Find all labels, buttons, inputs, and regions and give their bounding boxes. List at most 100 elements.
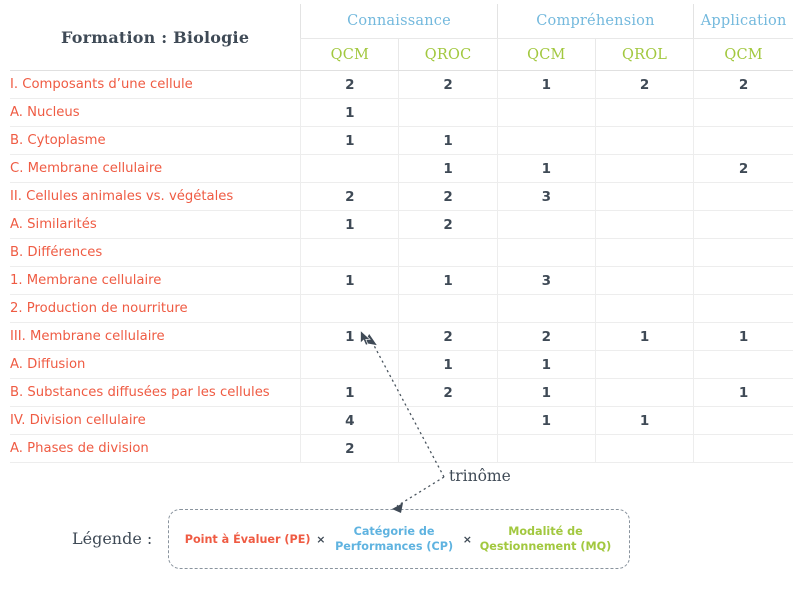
cell-value [496, 126, 596, 155]
modality-header-qcm-connaissance: QCM [300, 38, 399, 71]
page-title: Formation : Biologie [10, 4, 301, 71]
cell-value: 2 [398, 378, 498, 407]
cell-value: 1 [594, 406, 694, 435]
cell-value: 1 [300, 266, 399, 295]
cell-value [398, 406, 498, 435]
cell-value: 1 [398, 154, 498, 183]
cell-value [594, 238, 694, 267]
category-header-comprehension: Compréhension [496, 4, 694, 39]
cell-value [496, 434, 596, 463]
cell-value: 1 [496, 70, 596, 99]
legend: Légende : Point à Évaluer (PE) × Catégor… [0, 505, 801, 577]
cell-value [693, 182, 793, 211]
competency-matrix-table: Formation : Biologie Connaissance Compré… [10, 4, 793, 463]
mouse-cursor-icon [360, 330, 371, 346]
cell-value: 3 [496, 182, 596, 211]
legend-label: Légende : [72, 529, 153, 548]
table-header: Formation : Biologie Connaissance Compré… [10, 4, 793, 71]
cell-value [594, 210, 694, 239]
table-row: B. Substances diffusées par les cellules… [10, 378, 793, 407]
cell-value [594, 266, 694, 295]
row-label: B. Différences [10, 238, 301, 267]
row-label: A. Phases de division [10, 434, 301, 463]
cell-value [300, 350, 399, 379]
row-label: II. Cellules animales vs. végétales [10, 182, 301, 211]
cell-value [693, 350, 793, 379]
modality-header-qcm-comprehension: QCM [496, 38, 596, 71]
cell-value: 1 [693, 322, 793, 351]
cell-value: 1 [398, 266, 498, 295]
cell-value: 1 [300, 210, 399, 239]
cell-value: 1 [300, 322, 399, 351]
cell-value [693, 98, 793, 127]
trinome-annotation-label: trinôme [449, 467, 511, 485]
cell-value: 1 [496, 406, 596, 435]
cell-value: 1 [496, 350, 596, 379]
row-label: III. Membrane cellulaire [10, 322, 301, 351]
cell-value: 2 [398, 210, 498, 239]
row-label: A. Similarités [10, 210, 301, 239]
cell-value [693, 126, 793, 155]
row-label: 1. Membrane cellulaire [10, 266, 301, 295]
cell-value [594, 154, 694, 183]
category-header-application: Application [693, 4, 793, 39]
cell-value: 4 [300, 406, 399, 435]
cell-value: 1 [398, 126, 498, 155]
cell-value: 2 [398, 182, 498, 211]
cell-value [594, 126, 694, 155]
cell-value: 2 [693, 154, 793, 183]
cell-value [300, 238, 399, 267]
row-label: A. Nucleus [10, 98, 301, 127]
cell-value [496, 98, 596, 127]
cell-value: 3 [496, 266, 596, 295]
cell-value [693, 266, 793, 295]
legend-formula-box: Point à Évaluer (PE) × Catégorie de Perf… [168, 509, 630, 569]
modality-header-qcm-application: QCM [693, 38, 793, 71]
cell-value: 2 [300, 434, 399, 463]
cell-value [300, 154, 399, 183]
row-label: I. Composants d’une cellule [10, 70, 301, 99]
cell-value [398, 434, 498, 463]
cell-value [594, 98, 694, 127]
row-label: C. Membrane cellulaire [10, 154, 301, 183]
cell-value: 1 [594, 322, 694, 351]
cell-value: 2 [693, 70, 793, 99]
cell-value [693, 238, 793, 267]
cell-value: 2 [496, 322, 596, 351]
cell-value [594, 294, 694, 323]
cell-value: 2 [398, 70, 498, 99]
modality-header-qroc: QROC [398, 38, 498, 71]
cell-value: 2 [594, 70, 694, 99]
arrow-line-to-legend-box [396, 476, 445, 507]
row-label: B. Cytoplasme [10, 126, 301, 155]
cell-value [693, 210, 793, 239]
legend-term-modalite-de-qestionnement: Modalité de Qestionnement (MQ) [479, 525, 612, 553]
cell-value [693, 294, 793, 323]
legend-operator-1: × [316, 532, 326, 546]
cell-value [496, 238, 596, 267]
cell-value: 1 [693, 378, 793, 407]
cell-value: 1 [398, 350, 498, 379]
cell-value [693, 406, 793, 435]
row-label: IV. Division cellulaire [10, 406, 301, 435]
cell-value [398, 238, 498, 267]
category-header-connaissance: Connaissance [300, 4, 498, 39]
cell-value: 1 [496, 154, 596, 183]
row-label: A. Diffusion [10, 350, 301, 379]
modality-header-row: QCM QROC QCM QROL QCM [10, 38, 793, 71]
cell-value: 1 [300, 126, 399, 155]
legend-term-categorie-de-performances: Catégorie de Performances (CP) [335, 525, 454, 553]
row-label: 2. Production de nourriture [10, 294, 301, 323]
table-row: 2. Production de nourriture [10, 294, 793, 323]
cell-value [594, 378, 694, 407]
cell-value: 1 [300, 378, 399, 407]
